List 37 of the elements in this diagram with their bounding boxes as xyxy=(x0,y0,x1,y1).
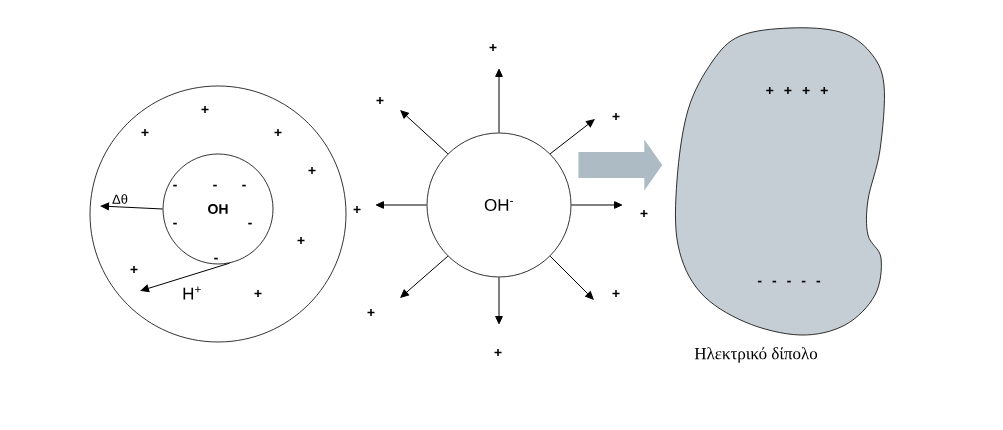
arrow xyxy=(100,202,164,211)
charge-sign: + xyxy=(612,112,620,120)
arrow xyxy=(400,110,449,155)
charge-sign: + xyxy=(254,289,262,297)
charge-sign: + + + + xyxy=(766,86,828,94)
charge-sign: + xyxy=(612,289,620,297)
charge-sign: + xyxy=(640,209,648,217)
charge-sign: + xyxy=(353,205,361,213)
arrow xyxy=(375,201,428,209)
charge-sign: - xyxy=(214,257,218,260)
charge-sign: + xyxy=(141,128,149,136)
arrow xyxy=(570,201,623,209)
arrow xyxy=(495,276,503,325)
arrow xyxy=(549,255,594,300)
edge-label: Δθ xyxy=(112,194,128,204)
charge-sign: + xyxy=(297,236,305,244)
charge-sign: - xyxy=(173,222,177,225)
charge-sign: + xyxy=(201,105,209,113)
edge-label: H$^{+}$ xyxy=(183,286,201,300)
charge-sign: + xyxy=(376,96,384,104)
blob-shape xyxy=(675,27,885,336)
charge-sign: + xyxy=(494,348,502,356)
charge-sign: - xyxy=(248,222,252,225)
arrow xyxy=(140,262,231,293)
arrow xyxy=(549,119,595,155)
charge-sign: - - - - - xyxy=(757,280,821,283)
charge-sign: - xyxy=(173,184,177,187)
charge-sign: - xyxy=(242,184,246,187)
charge-sign: + xyxy=(130,265,138,273)
arrow xyxy=(495,68,503,134)
charge-sign: + xyxy=(489,43,497,51)
node-label: Ηλεκτρικό δίπολο xyxy=(694,347,818,363)
charge-sign: + xyxy=(367,308,375,316)
charge-sign: + xyxy=(274,128,282,136)
charge-sign: + xyxy=(308,166,316,174)
charge-sign: - xyxy=(213,184,217,187)
arrow xyxy=(400,255,449,298)
